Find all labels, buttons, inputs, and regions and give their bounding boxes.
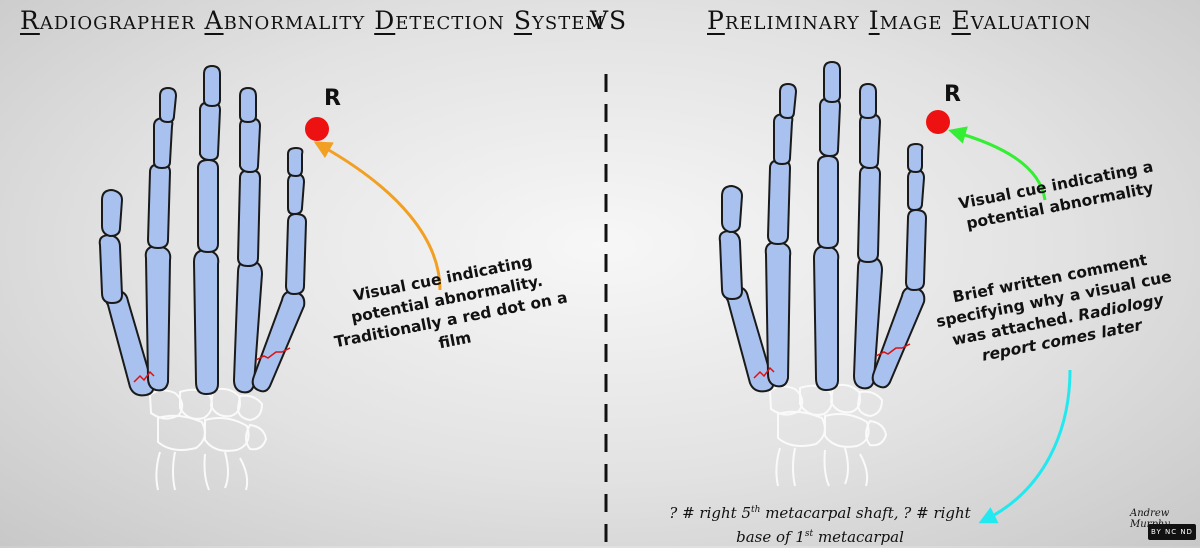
hand-xray-left xyxy=(98,65,307,491)
title-vs: VS xyxy=(590,6,628,35)
red-dot-marker-left xyxy=(305,117,329,141)
cc-license-icon: BY NC ND xyxy=(1148,524,1196,540)
marker-label-right: R xyxy=(944,82,961,107)
handwritten-comment: ? # right 5th metacarpal shaft, ? # righ… xyxy=(669,504,971,546)
marker-label-left: R xyxy=(324,86,341,111)
title-left: Radiographer Abnormality Detection Syste… xyxy=(20,6,605,35)
cyan-arrow xyxy=(978,369,1072,524)
green-arrow xyxy=(948,126,1047,201)
hand-xray-right xyxy=(718,61,927,487)
title-right: Preliminary Image Evaluation xyxy=(707,6,1092,35)
orange-arrow xyxy=(313,141,442,291)
red-dot-marker-right xyxy=(926,110,950,134)
